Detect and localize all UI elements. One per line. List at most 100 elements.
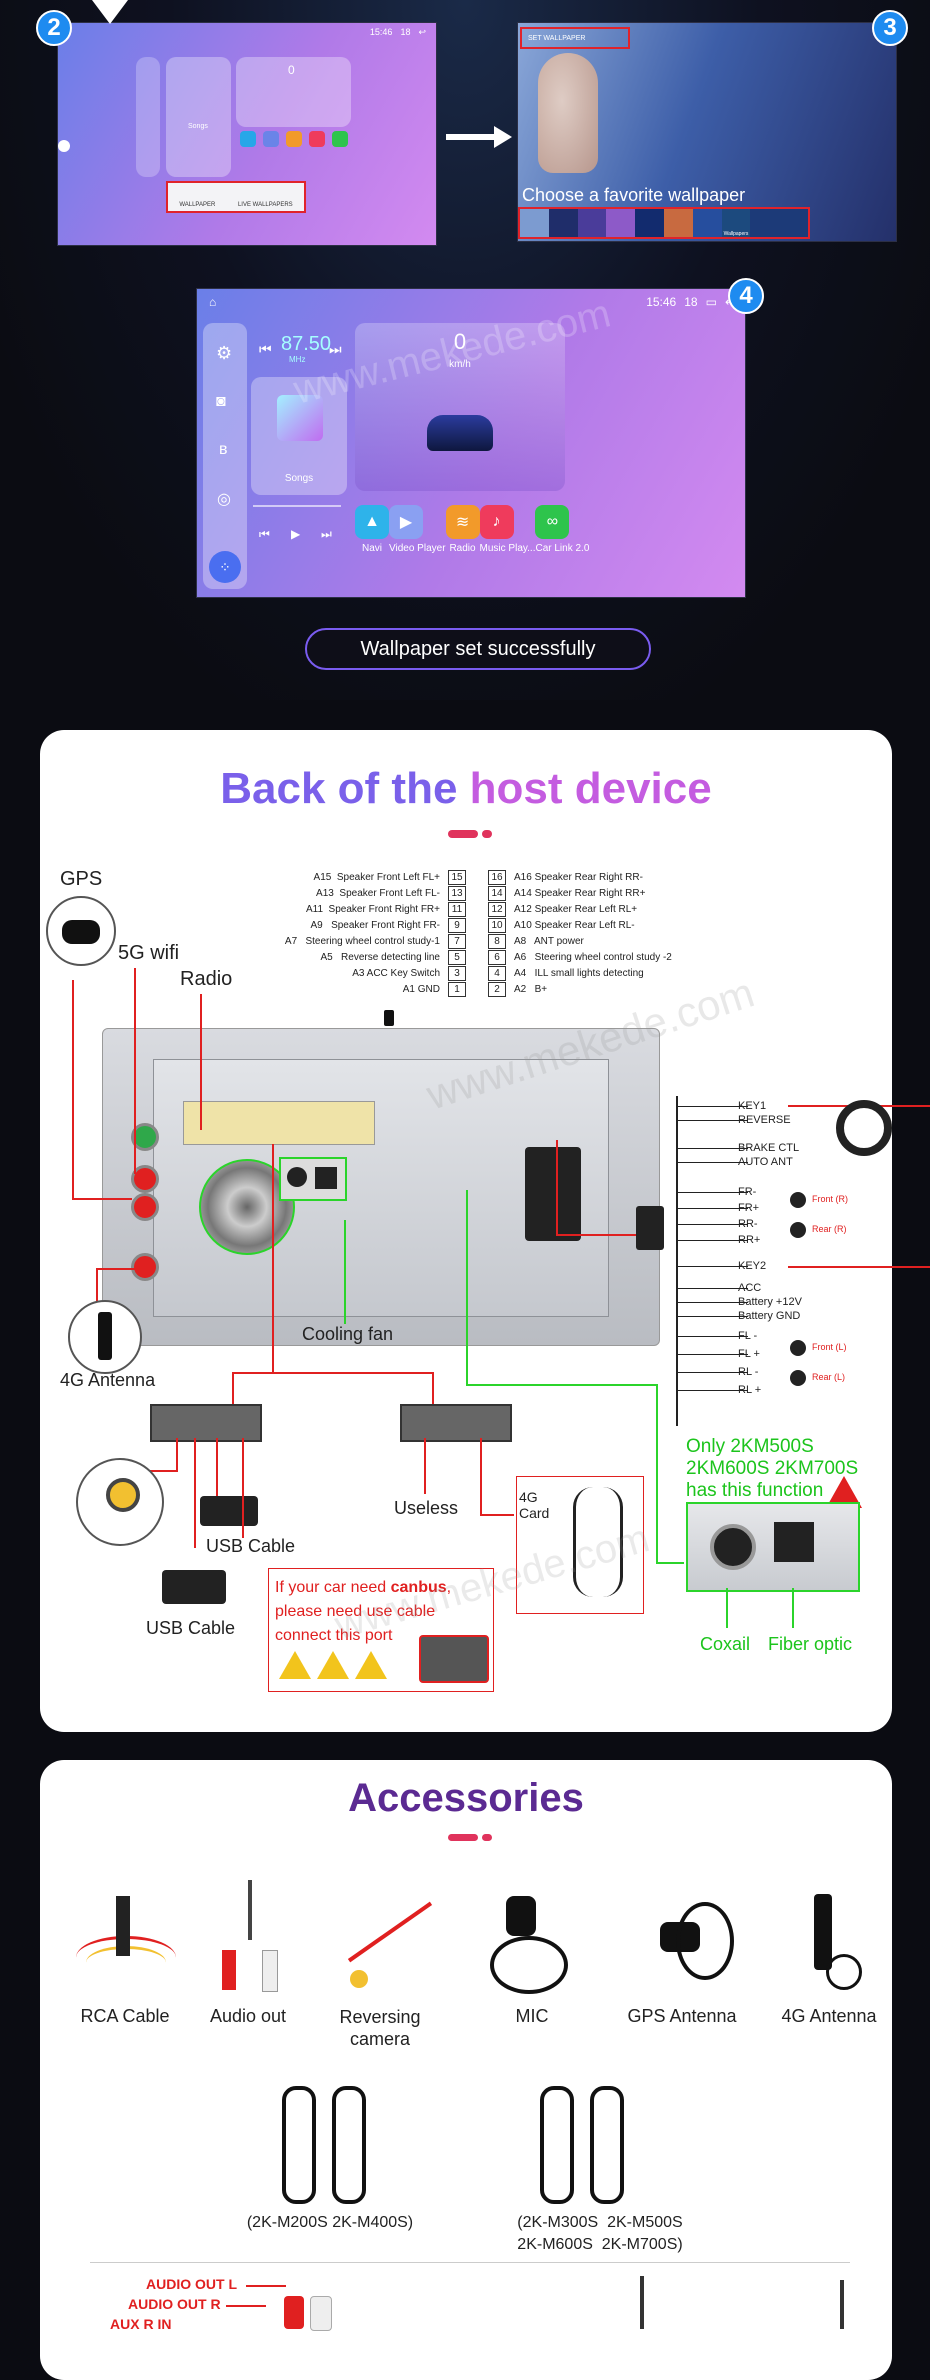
acc-label-reversing-camera: Reversing camera [339,2007,421,2049]
harness-label: FL + [738,1348,760,1360]
white-pointer [92,0,128,24]
pin-name: A11 Speaker Front Right FR+ [305,904,440,915]
radio-next-icon[interactable]: ⏭ [329,341,342,357]
success-pill: Wallpaper set successfully [305,628,651,670]
pin-name: A7 Steering wheel control study-1 [284,936,440,947]
usb-icon-2 [162,1570,226,1604]
pin-name: A2 B+ [514,984,548,995]
harness-label: FL - [738,1330,758,1342]
speed-card: 0 km/h [355,323,565,491]
canbus-text1: If your car need [275,1579,391,1596]
radio-icon: ≋ [445,505,480,539]
apps-button[interactable]: ⁘ [209,551,241,583]
wire-connector-h [232,1372,432,1374]
bluetooth-icon[interactable]: ʙ [219,441,228,458]
step3-screen: SET WALLPAPER Choose a favorite wallpape… [517,22,897,242]
popup-wallpaper-button[interactable]: WALLPAPER [179,202,216,208]
only-note: Only 2KM500S 2KM600S 2KM700S has this fu… [686,1436,859,1501]
song-label: Songs [284,473,314,484]
app-radio[interactable]: ≋ Radio [445,505,480,587]
harness-cable [384,1010,394,1026]
music-next-icon[interactable]: ⏭ [321,527,332,541]
wire-rca-h [140,1470,178,1472]
canbus-comma: , [446,1579,452,1596]
side-connector [525,1147,581,1241]
harness-wire [678,1390,748,1391]
harness-wire [678,1266,748,1267]
settings-icon[interactable]: ⚙ [216,343,233,363]
card-4g-label: 4G Card [519,1489,550,1521]
bottom-cable-image-1 [640,2276,684,2329]
acc-label-mic: MIC [515,2006,549,2026]
pin-row-left: A9 Speaker Front Right FR-9 [311,918,466,933]
music-prev-icon[interactable]: ⏮ [259,527,270,541]
useless-label: Useless [394,1498,459,1518]
steering-wire-2 [788,1266,930,1268]
harness-label: RL - [738,1366,759,1378]
pin-name: A6 Steering wheel control study -2 [514,952,672,963]
wifi-label: 5G wifi [118,942,180,964]
pin-name: A4 ILL small lights detecting [514,968,644,979]
pin-number: 13 [448,886,466,901]
harness-label: AUTO ANT [738,1156,793,1168]
usb-group-label-2a: (2K-M300S 2K-M500S [517,2214,683,2231]
app-radio-label: Radio [449,543,476,554]
fan-pointer [344,1220,346,1324]
antenna-4g-image [790,1884,870,1994]
wallpapers-thumb-label[interactable]: Wallpapers [723,231,749,237]
pin-number: 2 [488,982,506,997]
pin-name: A10 Speaker Rear Left RL- [514,920,635,931]
radio-prev-icon[interactable]: ⏮ [259,341,272,357]
progress-track[interactable] [253,505,341,507]
step-badge-2: 2 [36,10,72,46]
step2-screen: 15:46 18 ↩ Songs 0 WALLPAPER LIVE WALLPA… [57,22,437,246]
radio-label: Radio [180,968,233,990]
wire-gps-h [72,1198,132,1200]
navi-icon: ▲ [355,505,389,539]
status-bar: 15:46 18 ↩ [58,23,436,41]
music-play-icon[interactable]: ▶ [291,527,301,541]
accessories-panel [40,1760,892,2380]
app-car-link[interactable]: ∞Car Link 2.0 [535,505,589,587]
camera-icon[interactable]: ◙ [216,393,226,410]
harness-wire [678,1192,748,1193]
pin-number: 9 [448,918,466,933]
app-video-player[interactable]: ▶Video Player [389,505,446,587]
audio-out-image [200,1880,300,2000]
mini-music-card: Songs [166,57,231,177]
harness-label: FR+ [738,1202,760,1214]
speaker-icon [790,1192,806,1208]
popup-live-wallpapers-button[interactable]: LIVE WALLPAPERS [237,202,293,208]
harness-wire [678,1302,748,1303]
speaker-tag: Front (L) [812,1342,847,1352]
acc-label-rca: RCA Cable [80,2006,170,2026]
speaker-tag: Front (R) [812,1194,848,1204]
audio-line-1 [246,2285,286,2287]
harness-wire [678,1148,748,1149]
wire-connector-down [272,1144,274,1374]
app-navi-label: Navi [361,543,382,554]
pin-name: A15 Speaker Front Left FL+ [313,872,440,883]
speed-value: 0 [453,329,467,354]
app-music[interactable]: ♪Music Play... [479,505,535,587]
step4-screen: 15:46 18 ▭ ↩ ⌂ ⚙ ◙ ʙ ◎ ⁘ ⏮ 87.50 MHz ⏭ S… [196,288,746,598]
harness-wire [678,1106,748,1107]
pin-name: A14 Speaker Rear Right RR+ [514,888,646,899]
host-device-back [102,1028,660,1346]
rca-cable-image [66,1886,184,1996]
speed-unit: km/h [449,359,471,370]
album-art [277,395,323,441]
window-icon[interactable]: ▭ [705,295,717,309]
location-icon[interactable]: ◎ [217,491,231,508]
home-shortcut-icon[interactable]: ⌂ [209,295,217,309]
pin-name: A12 Speaker Rear Left RL+ [514,904,638,915]
pin-row-right: 2 A2 B+ [488,982,547,997]
wire-conn2 [432,1372,434,1406]
usb-cable-label-2: USB Cable [146,1618,236,1638]
app-navi[interactable]: ▲ Navi [355,505,389,587]
pin-number: 16 [488,870,506,885]
back-icon[interactable]: ↩ [418,26,426,37]
